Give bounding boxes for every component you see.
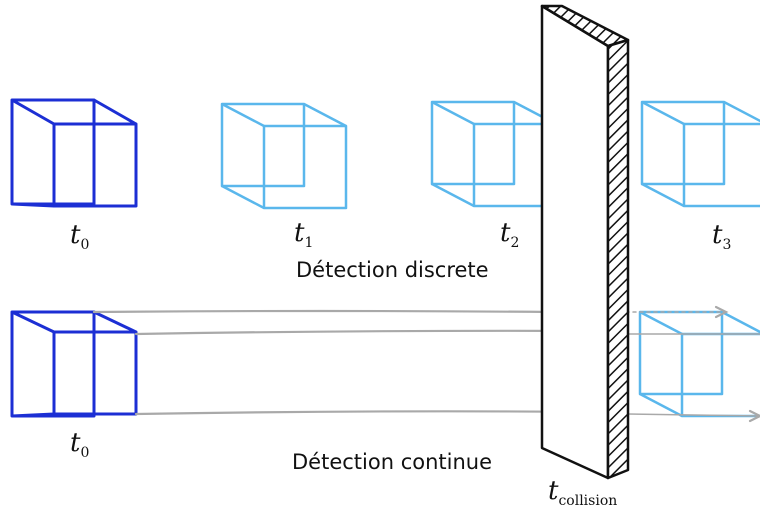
cube-continuous-after-wall bbox=[638, 310, 760, 418]
sweep-arrow-bottom-continued bbox=[627, 413, 760, 417]
wall bbox=[540, 4, 630, 480]
label-t2-discrete: t2 bbox=[500, 218, 520, 251]
sweep-arrow-middle bbox=[134, 329, 602, 336]
wall-side-hatched bbox=[606, 38, 630, 480]
label-t1-discrete: t1 bbox=[294, 218, 314, 251]
cube-continuous-t0 bbox=[10, 310, 138, 418]
sweep-arrow-top-end-head bbox=[714, 305, 729, 319]
cube-discrete-t1 bbox=[220, 102, 348, 210]
sweep-arrow-bottom-end-head bbox=[748, 409, 760, 423]
sweep-arrow-bottom bbox=[134, 410, 602, 416]
label-t0-discrete: t0 bbox=[70, 220, 90, 253]
caption-continuous-detection: Détection continue bbox=[292, 450, 493, 474]
wall-face bbox=[540, 4, 610, 480]
sweep-arrow-top bbox=[92, 309, 554, 314]
cube-discrete-t0 bbox=[10, 98, 138, 208]
label-t0-continuous: t0 bbox=[70, 428, 90, 461]
cube-discrete-t3 bbox=[640, 100, 760, 208]
label-t3-discrete: t3 bbox=[712, 220, 732, 253]
caption-discrete-detection: Détection discrete bbox=[296, 258, 489, 282]
label-t-collision: tcollision bbox=[548, 476, 618, 509]
cube-discrete-t2 bbox=[430, 100, 558, 208]
